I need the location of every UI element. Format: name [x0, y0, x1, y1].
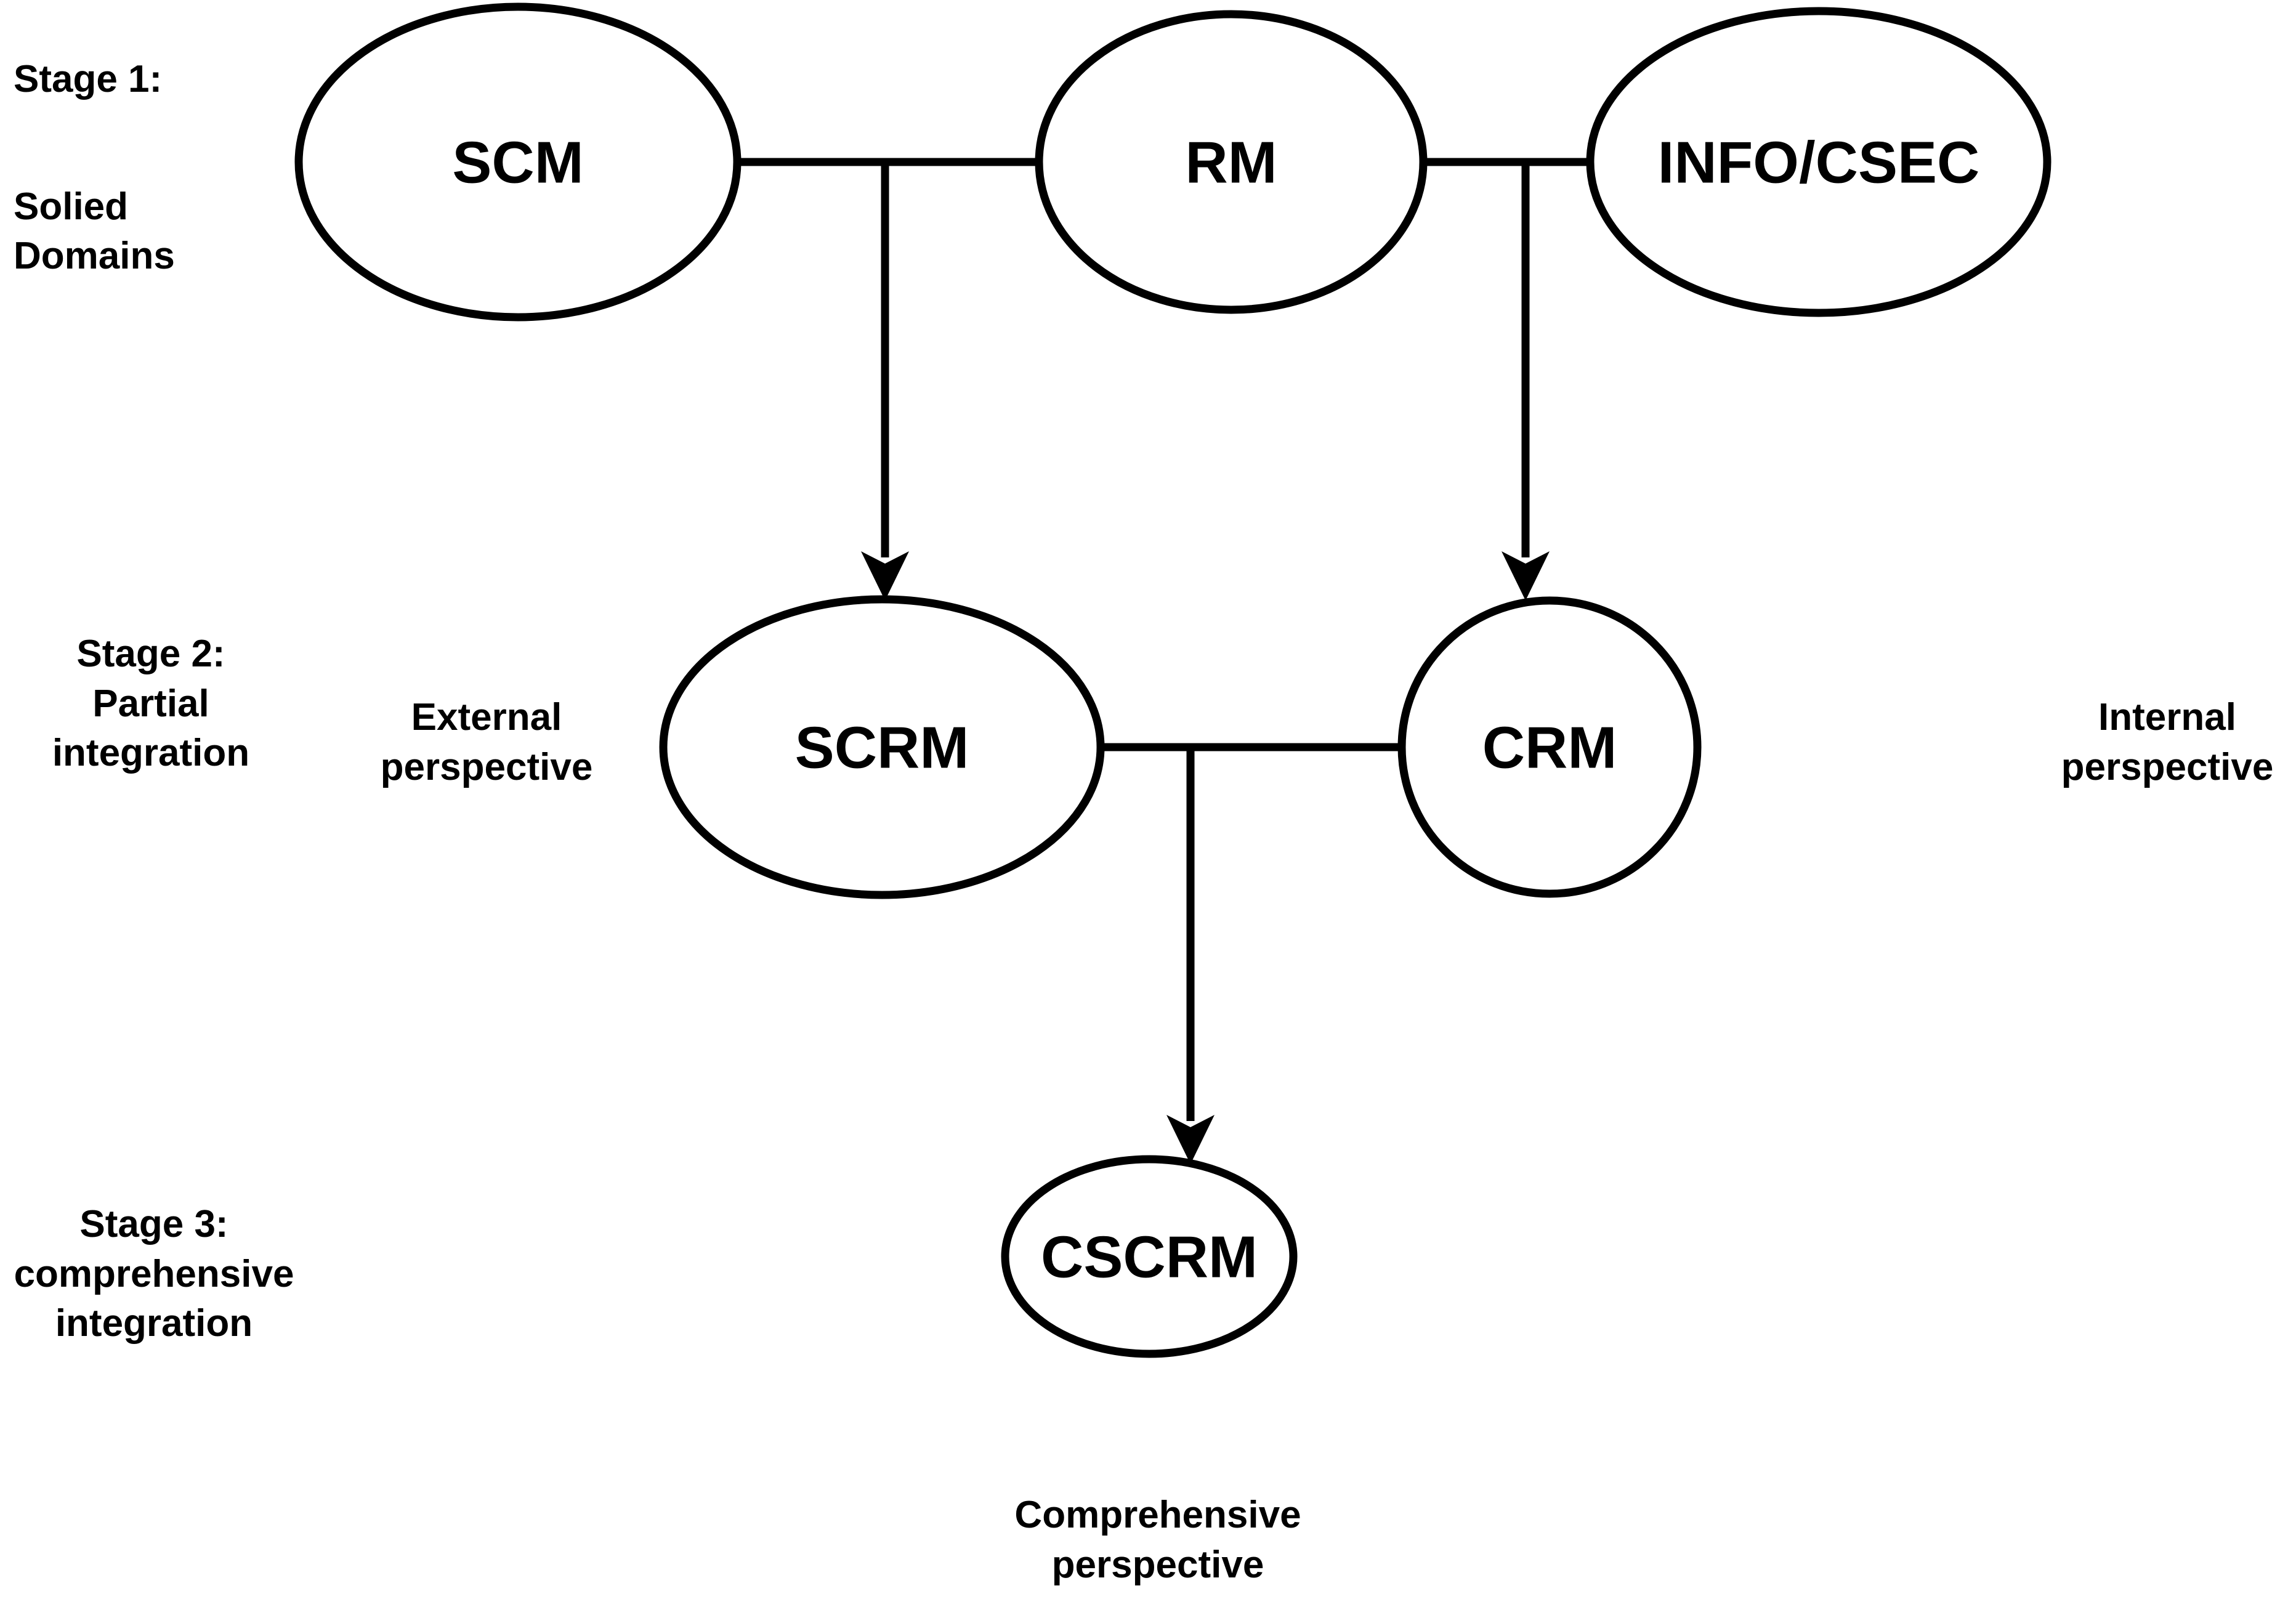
node-scm-label: SCM: [452, 129, 583, 195]
node-rm-label: RM: [1185, 129, 1277, 195]
node-crm-label: CRM: [1482, 714, 1617, 780]
node-cscrm-ellipse: [1001, 1155, 1298, 1358]
stage-1-title: Stage 1:: [14, 57, 163, 100]
node-scrm-ellipse: [659, 595, 1105, 899]
node-info-csec-label: INFO/CSEC: [1658, 129, 1980, 195]
internal-perspective-label: Internal perspective: [2061, 696, 2274, 788]
stage-3-label: Stage 3: comprehensive integration: [14, 1203, 294, 1345]
arrowhead-to-crm: [1502, 551, 1550, 601]
node-crm[interactable]: CRM: [1397, 596, 1702, 898]
stage-1-label: Stage 1: Solied Domains: [14, 5, 303, 331]
arrowhead-to-cscrm: [1166, 1115, 1215, 1164]
comprehensive-perspective-label: Comprehensive perspective: [1014, 1494, 1301, 1586]
stage-2-label: Stage 2: Partial integration: [52, 633, 250, 775]
node-cscrm-label: CSCRM: [1041, 1224, 1258, 1290]
arrowhead-to-scrm: [861, 551, 909, 601]
node-cscrm[interactable]: CSCRM: [1001, 1155, 1298, 1358]
node-scrm-label: SCRM: [795, 714, 969, 780]
node-info-csec[interactable]: INFO/CSEC: [1586, 7, 2051, 317]
node-crm-ellipse: [1397, 596, 1702, 898]
node-rm-ellipse: [1035, 10, 1428, 314]
node-scrm[interactable]: SCRM: [659, 595, 1105, 899]
node-info-csec-ellipse: [1586, 7, 2051, 317]
node-scm[interactable]: SCM: [294, 2, 742, 322]
node-scm-ellipse: [294, 2, 742, 322]
stage-1-subtitle: Solied Domains: [14, 185, 175, 278]
external-perspective-label: External perspective: [380, 696, 593, 788]
node-rm[interactable]: RM: [1035, 10, 1428, 314]
